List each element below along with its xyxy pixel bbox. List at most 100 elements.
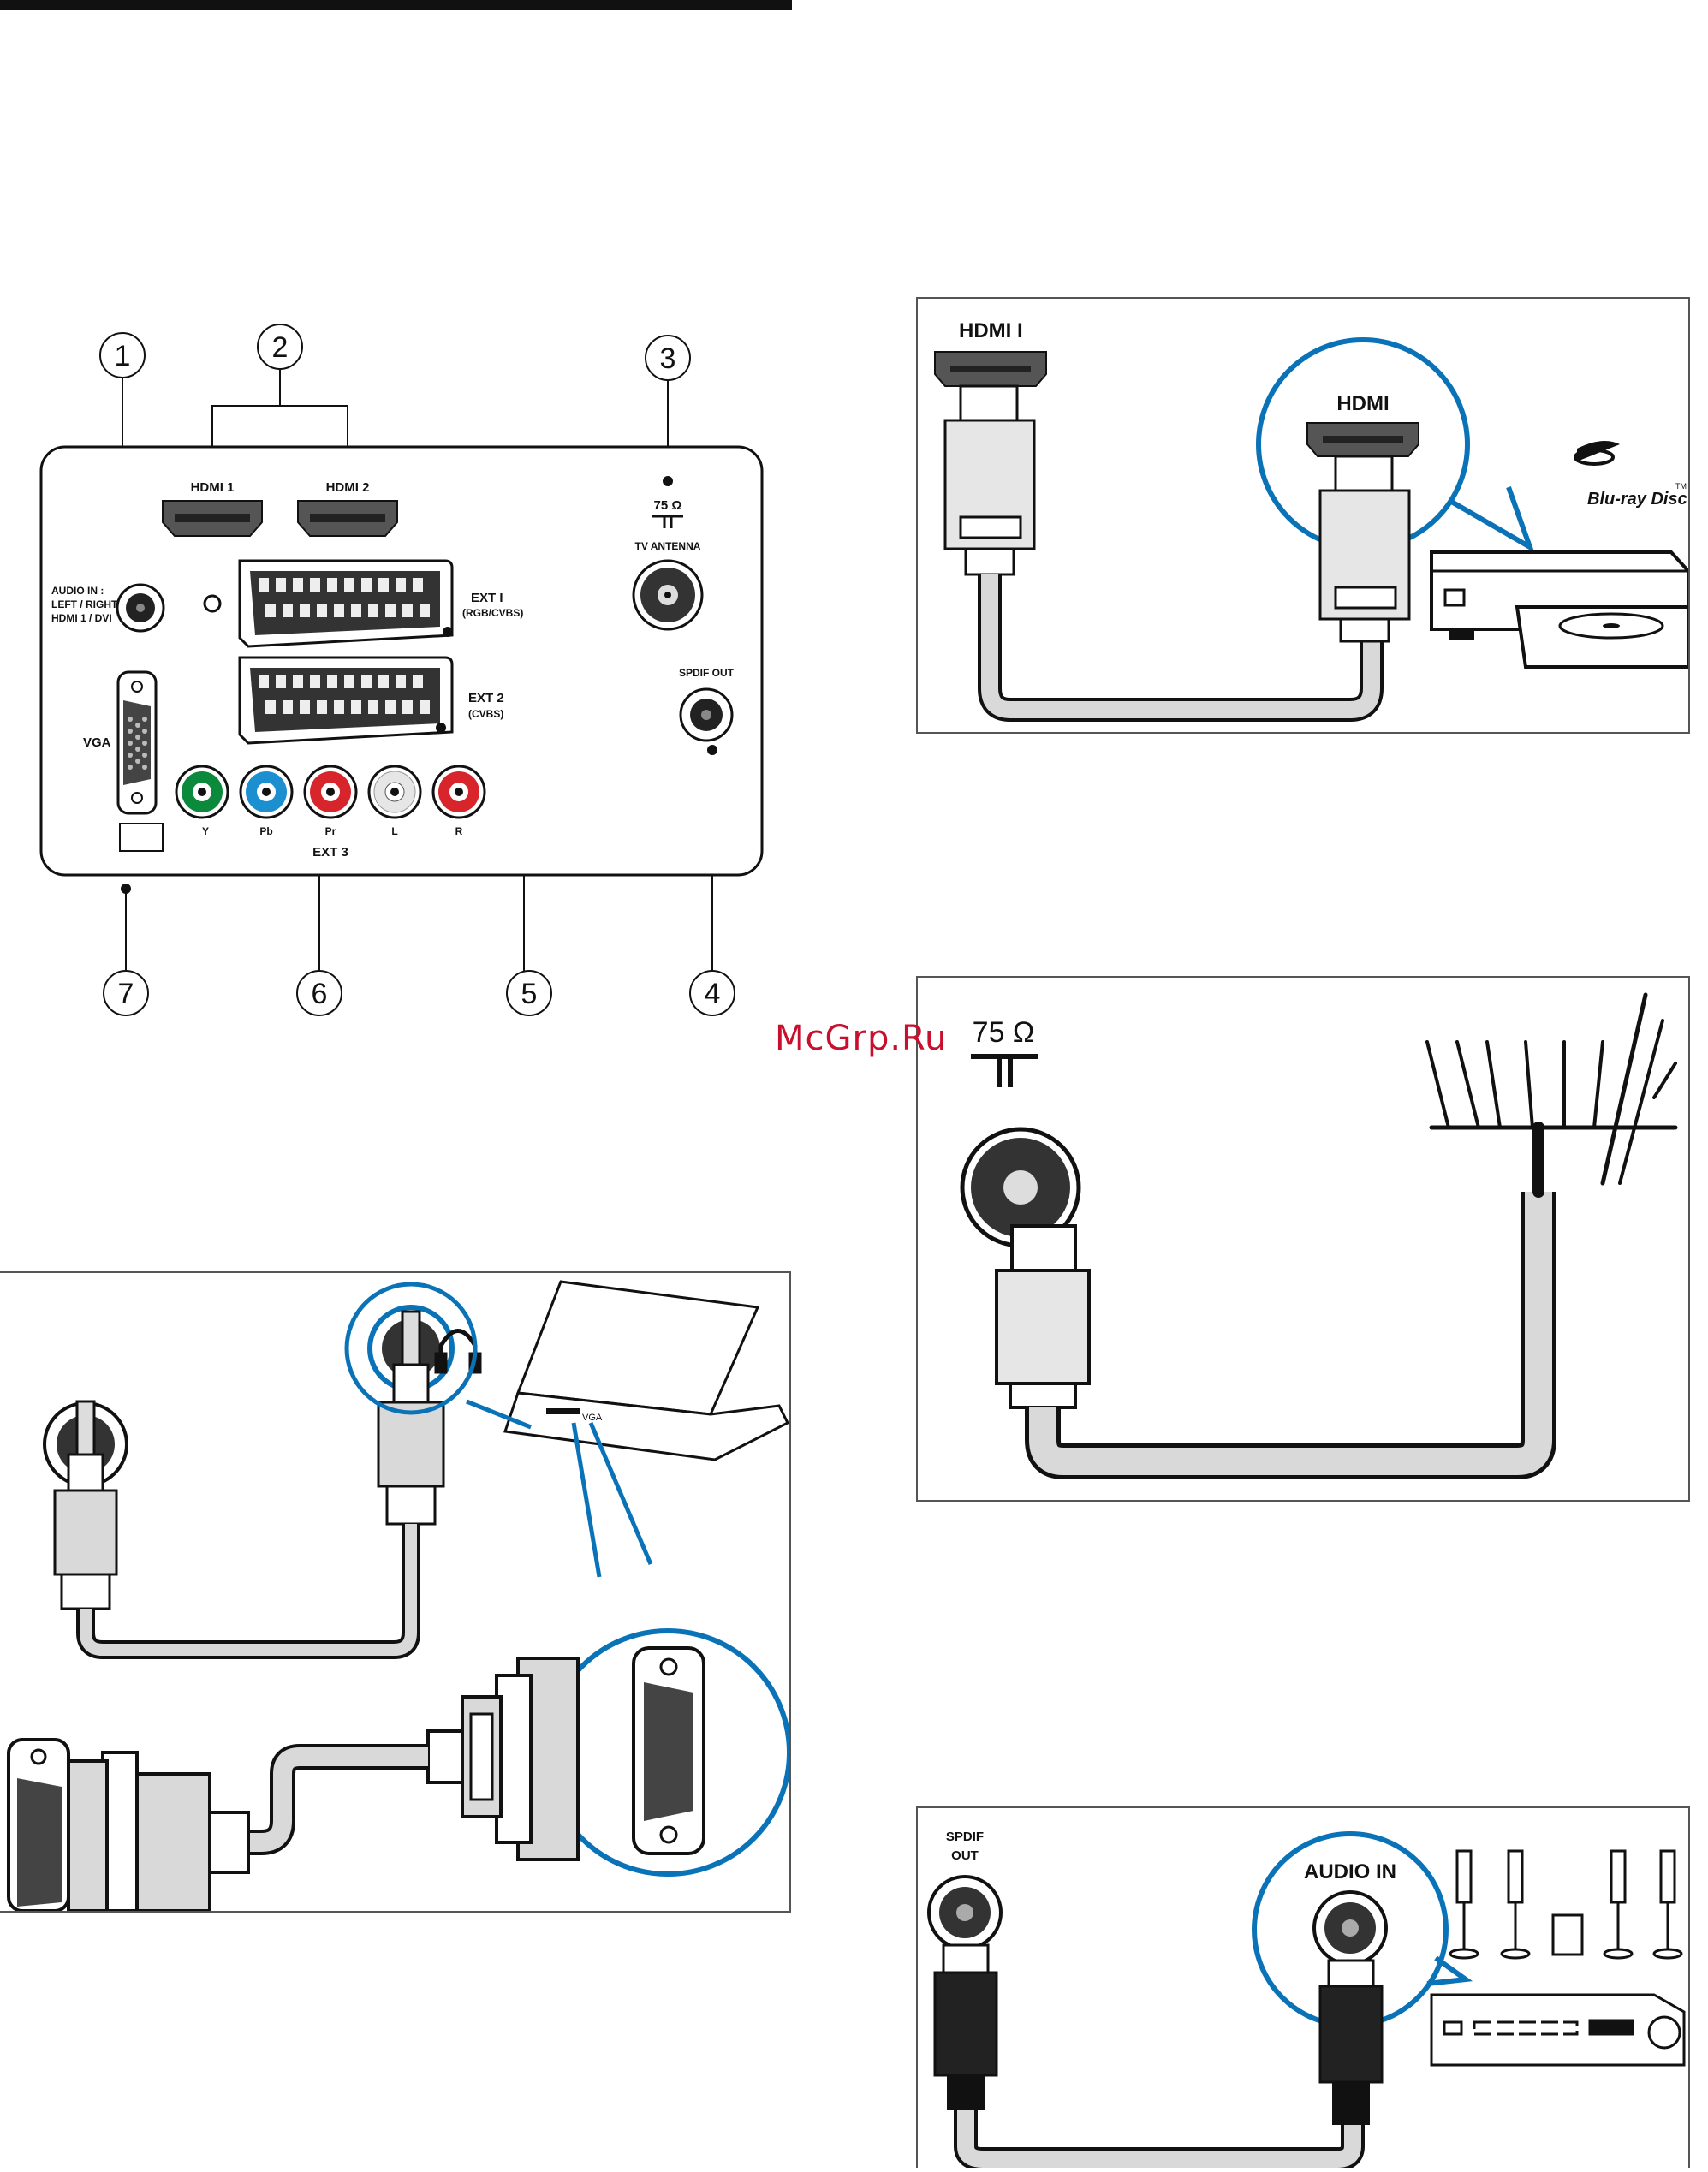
svg-text:LEFT / RIGHT: LEFT / RIGHT: [51, 598, 118, 610]
svg-text:SPDIF OUT: SPDIF OUT: [679, 667, 735, 679]
svg-text:Pr: Pr: [325, 825, 336, 837]
scart-pin: [293, 578, 303, 592]
rca-y: [176, 766, 228, 818]
svg-text:Y: Y: [202, 825, 209, 837]
watermark: McGrp.Ru: [775, 1019, 947, 1058]
scart-pin: [276, 675, 286, 688]
scart-pin: [413, 578, 423, 592]
pc-connection-frame: VGA: [0, 1271, 791, 1913]
svg-text:5: 5: [521, 978, 538, 1010]
svg-text:L: L: [391, 825, 397, 837]
scart-pin: [283, 604, 293, 617]
scart-pin: [344, 578, 354, 592]
callout-5: 5: [507, 971, 551, 1015]
svg-text:OUT: OUT: [951, 1848, 979, 1863]
svg-text:VGA: VGA: [582, 1413, 603, 1423]
tv-back-panel-diagram: 1 2 3 7 6 5 4 HDMI 1: [34, 317, 788, 1027]
scart-pin: [361, 675, 372, 688]
pc-connection-diagram: VGA: [0, 1273, 789, 1911]
scart-pin: [413, 675, 423, 688]
svg-text:AUDIO IN :: AUDIO IN :: [51, 585, 104, 597]
kensington-slot: [120, 824, 163, 851]
svg-text:4: 4: [705, 978, 721, 1010]
antenna-connection-frame: 75 Ω: [916, 976, 1690, 1502]
svg-text:EXT I: EXT I: [471, 591, 503, 605]
scart-pin: [334, 604, 344, 617]
svg-text:HDMI: HDMI: [1336, 392, 1389, 415]
scart-pin: [300, 604, 310, 617]
svg-text:AUDIO IN: AUDIO IN: [1304, 1860, 1396, 1883]
svg-text:(CVBS): (CVBS): [468, 708, 503, 720]
scart-pin: [310, 578, 320, 592]
svg-text:Blu-ray Disc: Blu-ray Disc: [1587, 490, 1687, 509]
scart-pin: [317, 700, 327, 714]
svg-text:7: 7: [118, 978, 134, 1010]
svg-text:(RGB/CVBS): (RGB/CVBS): [462, 607, 523, 619]
rca-r: [433, 766, 485, 818]
bluray-player-icon: [1431, 552, 1688, 667]
rca-pr: [305, 766, 356, 818]
scart-pin: [420, 700, 430, 714]
header-rule: [0, 0, 792, 10]
svg-text:HDMI 1 / DVI: HDMI 1 / DVI: [51, 612, 112, 624]
scart-pin: [293, 675, 303, 688]
scart-pin: [259, 578, 269, 592]
scart-pin: [265, 604, 276, 617]
scart-pin: [327, 578, 337, 592]
laptop-icon: VGA: [505, 1282, 788, 1460]
spdif-connection-diagram: SPDIF OUT AUDIO IN: [918, 1808, 1688, 2168]
scart-pin: [361, 578, 372, 592]
svg-text:SPDIF: SPDIF: [946, 1830, 984, 1844]
rca-pb: [241, 766, 292, 818]
callout-2: 2: [258, 324, 302, 369]
callout-1: 1: [100, 333, 145, 378]
hdmi-connection-frame: HDMI I HDMI Blu-ray Disc TM: [916, 297, 1690, 734]
svg-text:HDMI I: HDMI I: [959, 319, 1023, 342]
bluray-logo: Blu-ray Disc TM: [1575, 441, 1687, 509]
svg-text:6: 6: [312, 978, 328, 1010]
svg-text:EXT 3: EXT 3: [312, 845, 348, 860]
scart-pin: [300, 700, 310, 714]
svg-text:HDMI 2: HDMI 2: [326, 480, 370, 495]
svg-text:Pb: Pb: [259, 825, 272, 837]
scart-pin: [276, 578, 286, 592]
scart-pin: [344, 675, 354, 688]
svg-text:R: R: [455, 825, 463, 837]
rca-l: [369, 766, 420, 818]
svg-text:VGA: VGA: [83, 735, 111, 750]
scart-pin: [334, 700, 344, 714]
callout-3: 3: [646, 336, 690, 380]
scart-pin: [310, 675, 320, 688]
scart-pin: [396, 675, 406, 688]
svg-text:HDMI 1: HDMI 1: [191, 480, 235, 495]
svg-text:3: 3: [660, 342, 676, 375]
scart-pin: [283, 700, 293, 714]
scart-pin: [265, 700, 276, 714]
scart-pin: [368, 700, 378, 714]
svg-text:75 Ω: 75 Ω: [973, 1016, 1035, 1049]
svg-text:75 Ω: 75 Ω: [654, 498, 682, 513]
scart-pin: [396, 578, 406, 592]
hdmi-connection-diagram: HDMI I HDMI Blu-ray Disc TM: [918, 299, 1688, 732]
scart-pin: [351, 700, 361, 714]
svg-text:1: 1: [115, 340, 131, 372]
scart-pin: [402, 700, 413, 714]
scart-pin: [385, 604, 396, 617]
svg-text:TV ANTENNA: TV ANTENNA: [635, 540, 701, 552]
svg-text:TM: TM: [1675, 482, 1687, 491]
callout-6: 6: [297, 971, 342, 1015]
antenna-icon: [1427, 995, 1675, 1192]
scart-pin: [420, 604, 430, 617]
callout-7: 7: [104, 971, 148, 1015]
scart-pin: [259, 675, 269, 688]
scart-pin: [385, 700, 396, 714]
scart-pin: [402, 604, 413, 617]
scart-pin: [317, 604, 327, 617]
scart-pin: [327, 675, 337, 688]
scart-pin: [368, 604, 378, 617]
callout-4: 4: [690, 971, 735, 1015]
scart-pin: [351, 604, 361, 617]
home-theatre-icon: [1431, 1851, 1684, 2065]
svg-text:2: 2: [272, 331, 289, 364]
antenna-connection-diagram: 75 Ω: [918, 978, 1688, 1500]
